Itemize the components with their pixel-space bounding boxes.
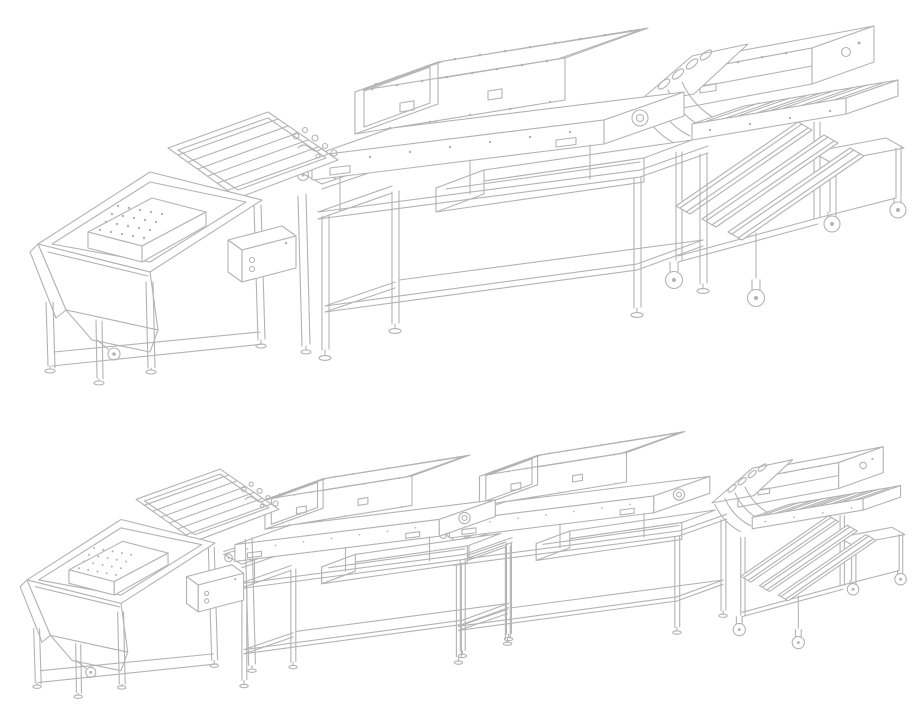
outfeed-sorter (635, 25, 907, 308)
infeed-hopper (19, 468, 280, 699)
outfeed-sorter (711, 446, 907, 650)
processing-module-1 (223, 454, 514, 689)
view-bottom-dual-module-line (19, 431, 907, 699)
infeed-hopper (29, 111, 339, 386)
view-top-single-module-line (29, 25, 907, 386)
processing-module (295, 27, 710, 361)
